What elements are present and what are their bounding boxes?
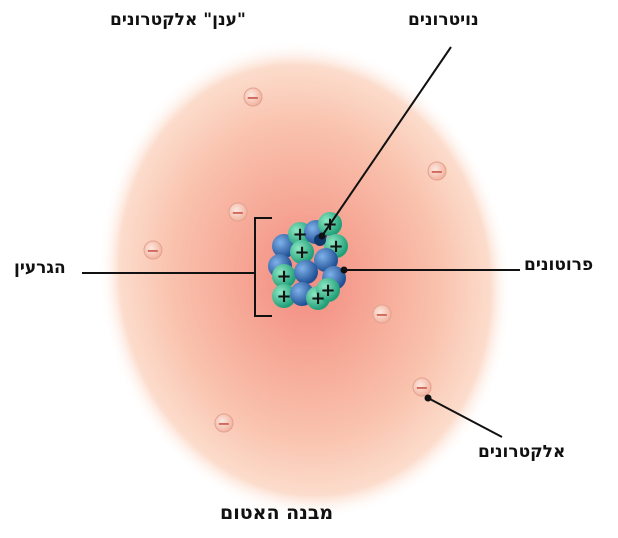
electrons-label: אלקטרונים (478, 442, 565, 462)
svg-text:−: − (217, 414, 230, 433)
electron: − (144, 241, 162, 260)
proton-symbol: + (276, 266, 291, 287)
neutron (294, 260, 318, 284)
electron: − (244, 88, 262, 107)
electrons-pointer-dot (425, 395, 432, 402)
protons-pointer-dot (341, 267, 348, 274)
protons-label: פרוטונים (524, 255, 593, 275)
electron-cloud-label: "ענן" אלקטרונים (110, 10, 246, 30)
svg-text:−: − (246, 88, 259, 107)
nucleus-label: הגרעין (14, 258, 66, 278)
proton-symbol: + (328, 236, 343, 257)
svg-text:−: − (375, 305, 388, 324)
electron: − (413, 378, 431, 397)
neutrons-label: נויטרונים (408, 10, 479, 30)
svg-text:−: − (430, 162, 443, 181)
electron: − (229, 203, 247, 222)
svg-text:−: − (415, 378, 428, 397)
svg-text:−: − (146, 241, 159, 260)
svg-text:−: − (231, 203, 244, 222)
proton-symbol: + (294, 242, 309, 263)
electron: − (215, 414, 233, 433)
electron: − (373, 305, 391, 324)
proton-symbol: + (276, 286, 291, 307)
electron: − (428, 162, 446, 181)
neutrons-pointer-dot (319, 233, 326, 240)
proton-symbol: + (320, 280, 335, 301)
diagram-title: מבנה האטום (220, 502, 333, 524)
